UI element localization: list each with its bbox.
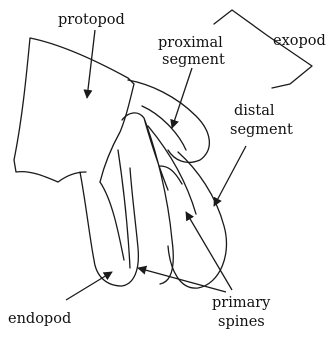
exopod-label: exopod: [273, 33, 326, 49]
proximal-segment-outline: [128, 80, 209, 162]
protopod-outline: [14, 38, 134, 182]
proximal-label-line2: segment: [162, 52, 225, 68]
primary-label-line2: spines: [218, 314, 265, 330]
primary-arrow-right: [186, 212, 232, 290]
primary-label-line1: primary: [212, 295, 271, 311]
endopod-spine: [118, 150, 130, 268]
endopod-label: endopod: [8, 311, 71, 327]
distal-label-line1: distal: [234, 103, 275, 119]
protopod-arrow: [87, 30, 95, 98]
exopod-bracket: [214, 10, 312, 88]
proximal-label-line1: proximal: [158, 35, 223, 51]
endopod-arrow: [66, 272, 112, 300]
protopod-label: protopod: [58, 12, 125, 28]
distal-arrow: [214, 146, 246, 206]
distal-label-line2: segment: [230, 122, 293, 138]
proximal-arrow: [172, 68, 192, 128]
